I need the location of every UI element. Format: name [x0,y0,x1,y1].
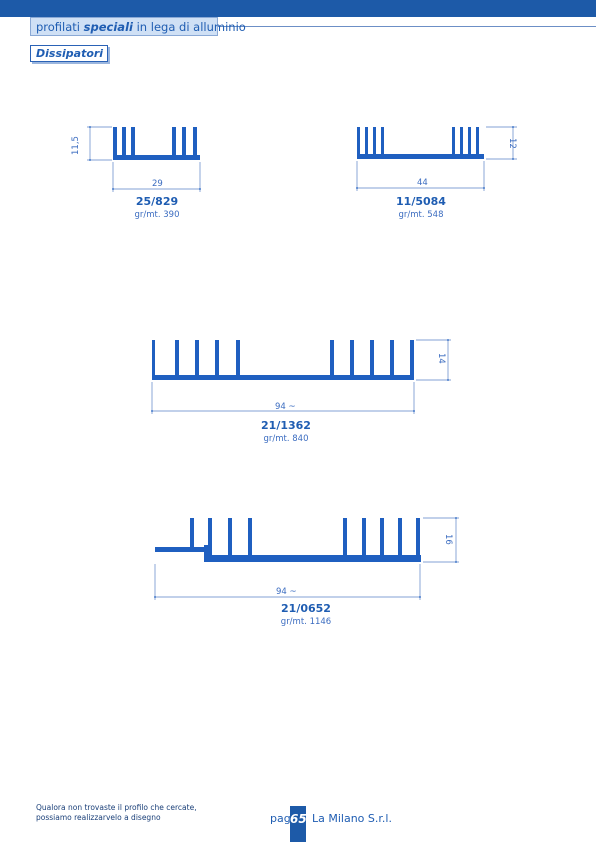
page-number: 65 [290,806,307,842]
profile-21-1362-height: 14 [436,353,446,364]
profile-21-0652-height: 16 [443,534,453,545]
footer-note-line-2: possiamo realizzarvelo a disegno [36,813,161,822]
profile-25-829-width: 29 [152,179,163,189]
profile-25-829-drawing [113,127,200,160]
profile-25-829-dims [87,126,201,192]
profile-21-0652-dims [154,517,459,600]
section-box [30,45,108,62]
profile-weight: gr/mt. 840 [263,434,309,444]
profile-25-829-height: 11,5 [71,136,81,155]
profile-weight: gr/mt. 1146 [280,617,332,627]
profile-21-1362-dims [151,339,451,414]
profile-11-5084-dims [356,126,517,191]
profile-21-1362-width: 94 ~ [275,402,296,412]
header-rule [218,26,596,27]
footer-note: Qualora non trovaste il profilo che cerc… [36,803,197,823]
page-label: pag. [270,812,295,825]
section-title: Dissipatori [36,47,104,60]
page-title: profilati speciali in lega di alluminio [36,20,246,34]
profile-weight: gr/mt. 548 [398,210,444,220]
profile-11-5084-width: 44 [417,178,428,188]
header-tab [30,17,218,36]
profile-11-5084-drawing [357,127,484,159]
profile-21-0652-width: 94 ~ [276,587,297,597]
top-color-bar [0,0,596,17]
profile-21-1362-drawing [152,340,414,380]
company-name: La Milano S.r.l. [312,812,392,825]
profile-21-0652-drawing [155,518,421,562]
footer-note-line-1: Qualora non trovaste il profilo che cerc… [36,803,197,812]
profile-code: 21/1362 [261,419,311,432]
profile-weight: gr/mt. 390 [134,210,180,220]
profile-code: 21/0652 [281,602,331,615]
profile-code: 11/5084 [396,195,446,208]
profile-11-5084-height: 12 [507,138,517,149]
profile-code: 25/829 [135,195,179,208]
